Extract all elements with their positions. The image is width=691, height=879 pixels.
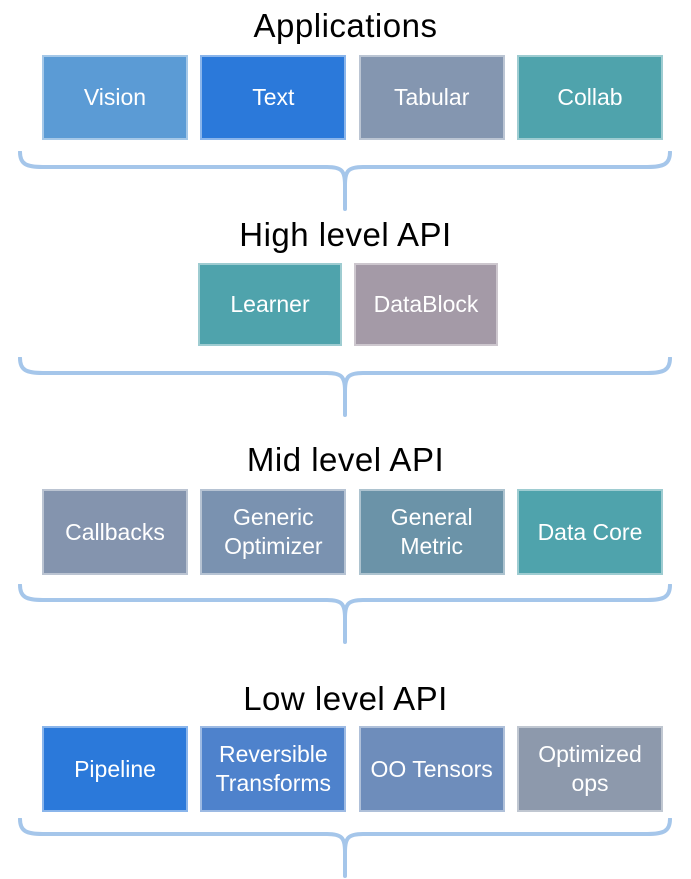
box-datablock: DataBlock <box>354 263 498 346</box>
high-level-api-row: Learner DataBlock <box>198 263 498 346</box>
low-level-api-row: Pipeline Reversible Transforms OO Tensor… <box>42 726 663 812</box>
mid-level-api-row: Callbacks Generic Optimizer General Metr… <box>42 489 663 575</box>
mid-level-api-brace-icon <box>18 584 672 644</box>
box-general-metric: General Metric <box>358 489 505 575</box>
box-data-core: Data Core <box>516 489 663 575</box>
box-tabular: Tabular <box>358 55 505 140</box>
box-callbacks: Callbacks <box>42 489 188 575</box>
box-oo-tensors: OO Tensors <box>358 726 505 812</box>
box-learner: Learner <box>198 263 342 346</box>
box-collab: Collab <box>516 55 663 140</box>
box-generic-optimizer: Generic Optimizer <box>200 489 347 575</box>
box-text: Text <box>200 55 347 140</box>
box-pipeline: Pipeline <box>42 726 188 812</box>
section-title-high-level-api: High level API <box>239 216 452 253</box>
section-title-low-level-api: Low level API <box>243 680 448 717</box>
low-level-api-brace-icon <box>18 818 672 878</box>
applications-brace-icon <box>18 151 672 211</box>
box-reversible-transforms: Reversible Transforms <box>200 726 347 812</box>
box-vision: Vision <box>42 55 188 140</box>
section-title-applications: Applications <box>253 7 438 44</box>
high-level-api-brace-icon <box>18 357 672 417</box>
box-optimized-ops: Optimized ops <box>516 726 663 812</box>
applications-row: Vision Text Tabular Collab <box>42 55 663 140</box>
section-title-mid-level-api: Mid level API <box>246 441 445 478</box>
